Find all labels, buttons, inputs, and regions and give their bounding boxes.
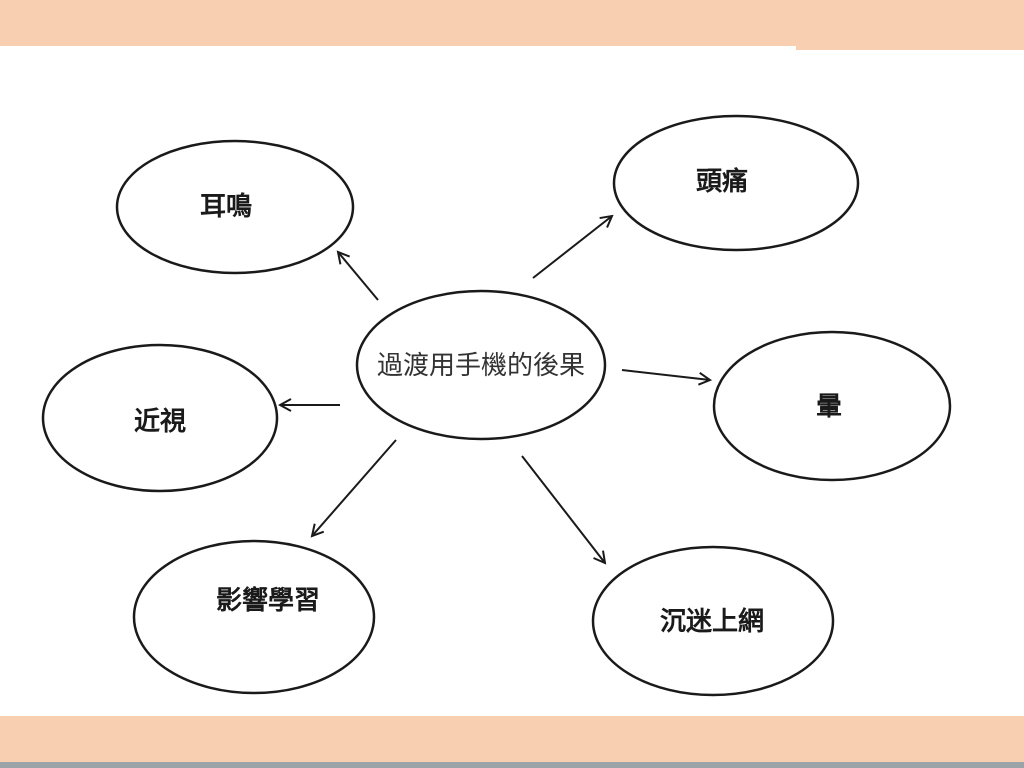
node-ear-ellipse (115, 139, 355, 275)
node-dizzy-ellipse (712, 330, 952, 482)
node-study-ellipse (132, 539, 376, 695)
bottom-banner (0, 716, 1024, 762)
arrow-to-headache (532, 216, 612, 279)
node-addiction-label: 沉迷上網 (660, 606, 764, 637)
bottom-edge (0, 762, 1024, 768)
node-myopia-label: 近視 (134, 407, 186, 437)
arrow-to-addiction (521, 455, 605, 563)
node-addiction-ellipse (591, 545, 835, 697)
node-addiction: 沉迷上網 (591, 545, 835, 697)
node-ear-label: 耳鳴 (200, 192, 252, 222)
node-ear: 耳鳴 (115, 139, 355, 275)
arrow-to-dizzy (621, 369, 710, 380)
node-study-label: 影響學習 (216, 585, 320, 616)
node-dizzy-label: 暈 (816, 392, 842, 422)
node-myopia: 近視 (41, 343, 279, 493)
arrow-to-study (312, 439, 397, 536)
node-headache-label: 頭痛 (696, 166, 748, 197)
center-node: 過渡用手機的後果 (355, 289, 607, 441)
top-banner-step (796, 46, 1024, 50)
connectors (280, 216, 710, 563)
node-headache: 頭痛 (612, 114, 860, 252)
center-label: 過渡用手機的後果 (377, 351, 585, 381)
node-dizzy: 暈 (712, 330, 952, 482)
node-study: 影響學習 (132, 539, 376, 695)
top-banner (0, 0, 1024, 46)
center-ellipse (355, 289, 607, 441)
node-headache-ellipse (612, 114, 860, 252)
node-myopia-ellipse (41, 343, 279, 493)
arrow-to-ear (338, 252, 379, 301)
